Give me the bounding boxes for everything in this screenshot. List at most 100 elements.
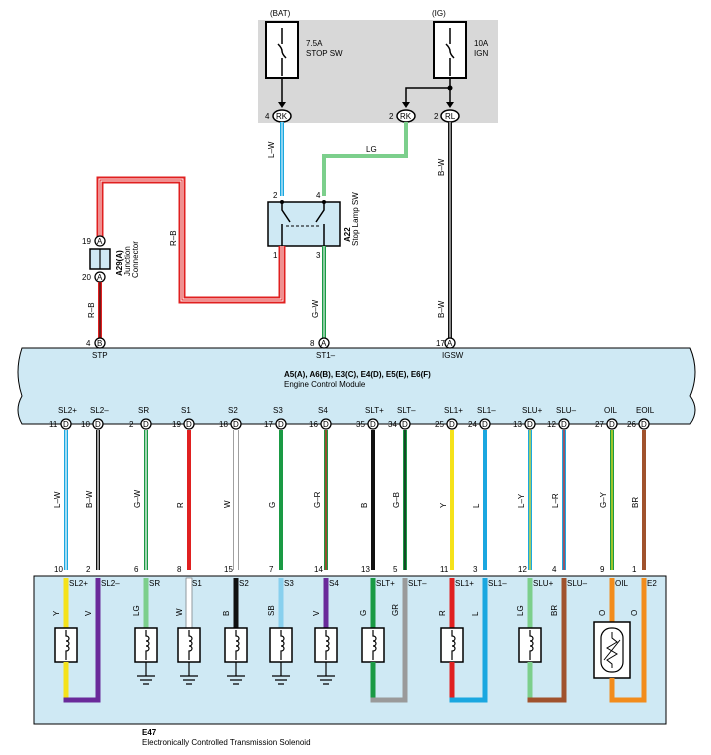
mid-wire-label-14: BR [631, 497, 640, 508]
inner-wire-label-3: W [175, 608, 184, 616]
conn-rk2-label: RK [400, 112, 412, 121]
solenoid-pin-name-1: SL2– [101, 579, 120, 588]
mid-wire-label-1: B–W [85, 490, 94, 508]
ecm-pin-name-8: SLT– [397, 406, 416, 415]
ecm-top-pin-2 [444, 337, 456, 349]
ecm-pin-num-1: 10 [81, 420, 90, 429]
coil-symbol-6 [325, 630, 330, 660]
solenoid-pin-num-6: 14 [314, 565, 323, 574]
ecm-pin-name-10: SL1– [477, 406, 496, 415]
ecm-pin-name-9: SL1+ [444, 406, 463, 415]
ecm-top-pin-num-0: 4 [86, 339, 91, 348]
sw-pin2: 2 [273, 191, 278, 200]
mid-wire-label-8: G–B [392, 492, 401, 508]
inner-wire-label-4: B [222, 611, 231, 616]
ecm-pin-14-letter: D [641, 420, 647, 429]
ecm-top-pin-name-0: STP [92, 351, 108, 360]
panel-wire-ig [405, 78, 451, 106]
mid-wire-label-3: R [176, 502, 185, 508]
ecm-pin-13 [606, 418, 618, 430]
junction-pin-bottom-letter: A [97, 273, 103, 282]
ecm-pin-name-11: SLU+ [522, 406, 543, 415]
inner-wire-label-2: LG [132, 605, 141, 616]
ecm-top-pin-name-1: ST1– [316, 351, 336, 360]
mid-wire-label-5: G [268, 502, 277, 508]
mid-wire-label-10: L [472, 503, 481, 508]
solenoid-pin-num-13: 9 [600, 565, 605, 574]
junction-name2: Connector [131, 241, 140, 278]
ecm-top-pin-0 [94, 337, 106, 349]
ecm-top-pin-name-2: IGSW [442, 351, 464, 360]
ecm-connectors: A5(A), A6(B), E3(C), E4(D), E5(E), E6(F) [284, 370, 431, 379]
ecm-pin-11-letter: D [527, 420, 533, 429]
ecm-pin-9-letter: D [449, 420, 455, 429]
coil-symbol-9 [451, 630, 456, 660]
solenoid-pin-name-0: SL2+ [69, 579, 88, 588]
coil-symbol-4 [235, 630, 240, 660]
solenoid-pin-name-14: E2 [647, 579, 657, 588]
ecm-pin-num-14: 26 [627, 420, 636, 429]
panel-junction-dot [447, 85, 453, 91]
solenoid-pin-name-6: S4 [329, 579, 339, 588]
ecm-pin-num-0: 11 [49, 420, 58, 429]
junction-pin-top-letter: A [97, 237, 103, 246]
solenoid-pin-num-10: 3 [473, 565, 478, 574]
mid-wire-label-2: G–W [133, 489, 142, 508]
ecm-top-pin-num-2: 17 [436, 339, 445, 348]
ecm-top-pin-0-letter: B [97, 339, 102, 348]
sw-pin4-dot [322, 200, 326, 204]
junction-pin-bottom-num: 20 [82, 273, 91, 282]
ecm-pin-num-11: 13 [513, 420, 522, 429]
ecm-pin-1-letter: D [95, 420, 101, 429]
fuse-ig-amp: 10A [474, 39, 489, 48]
coil-symbol-3 [188, 630, 193, 660]
mid-wire-label-6: G–R [313, 491, 322, 508]
ecm-pin-4-letter: D [233, 420, 239, 429]
solenoid-pin-num-7: 13 [361, 565, 370, 574]
ecm-name: Engine Control Module [284, 380, 366, 389]
solenoid-pin-num-8: 5 [393, 565, 398, 574]
ecm-pin-0-letter: D [63, 420, 69, 429]
ecm-pin-3-letter: D [186, 420, 192, 429]
ecm-pin-2-letter: D [143, 420, 149, 429]
solenoid-box [33, 575, 667, 725]
solenoid-pin-num-11: 12 [518, 565, 527, 574]
wire-label-lg-top: LG [366, 145, 377, 154]
inner-wire-label-1: V [84, 610, 93, 616]
solenoid-pin-num-1: 2 [86, 565, 91, 574]
ecm-pin-14 [638, 418, 650, 430]
mid-wire-label-13: G–Y [599, 491, 608, 508]
coil-symbol-11 [529, 630, 534, 660]
ecm-body [17, 347, 696, 425]
conn-rk1-label: RK [276, 112, 288, 121]
wire-label-r-b-low: R–B [87, 302, 96, 318]
inner-wire-label-14: O [630, 610, 639, 616]
solenoid-pin-num-3: 8 [177, 565, 182, 574]
ecm-pin-num-8: 34 [388, 420, 397, 429]
solenoid-pin-name-9: SL1+ [455, 579, 474, 588]
solenoid-pin-name-12: SLU– [567, 579, 588, 588]
sw-pin2-dot [280, 200, 284, 204]
ecm-pin-name-2: SR [138, 406, 149, 415]
ecm-pin-name-1: SL2– [90, 406, 109, 415]
coil-symbol-5 [280, 630, 285, 660]
conn-rl-pin: 2 [434, 112, 439, 121]
stop-lamp-sw-name: Stop Lamp SW [351, 192, 360, 246]
stop-lamp-switch-box [267, 201, 341, 247]
ecm-pin-name-12: SLU– [556, 406, 577, 415]
fuse-bat-amp: 7.5A [306, 39, 323, 48]
ground-symbol-2 [137, 662, 155, 685]
fuse-ig-symbol [445, 28, 455, 76]
ecm-pin-name-0: SL2+ [58, 406, 77, 415]
stop-lamp-sw-id: A22 [343, 227, 352, 242]
inner-wire-label-10: L [471, 611, 480, 616]
ecm-pin-12-letter: D [561, 420, 567, 429]
coil-symbol-7 [372, 630, 377, 660]
solenoid-pin-name-8: SLT– [408, 579, 427, 588]
ecm-pin-name-3: S1 [181, 406, 191, 415]
ecm-pin-2 [140, 418, 152, 430]
inner-wire-label-7: G [359, 610, 368, 616]
oil-sensor-resistor [603, 632, 621, 668]
